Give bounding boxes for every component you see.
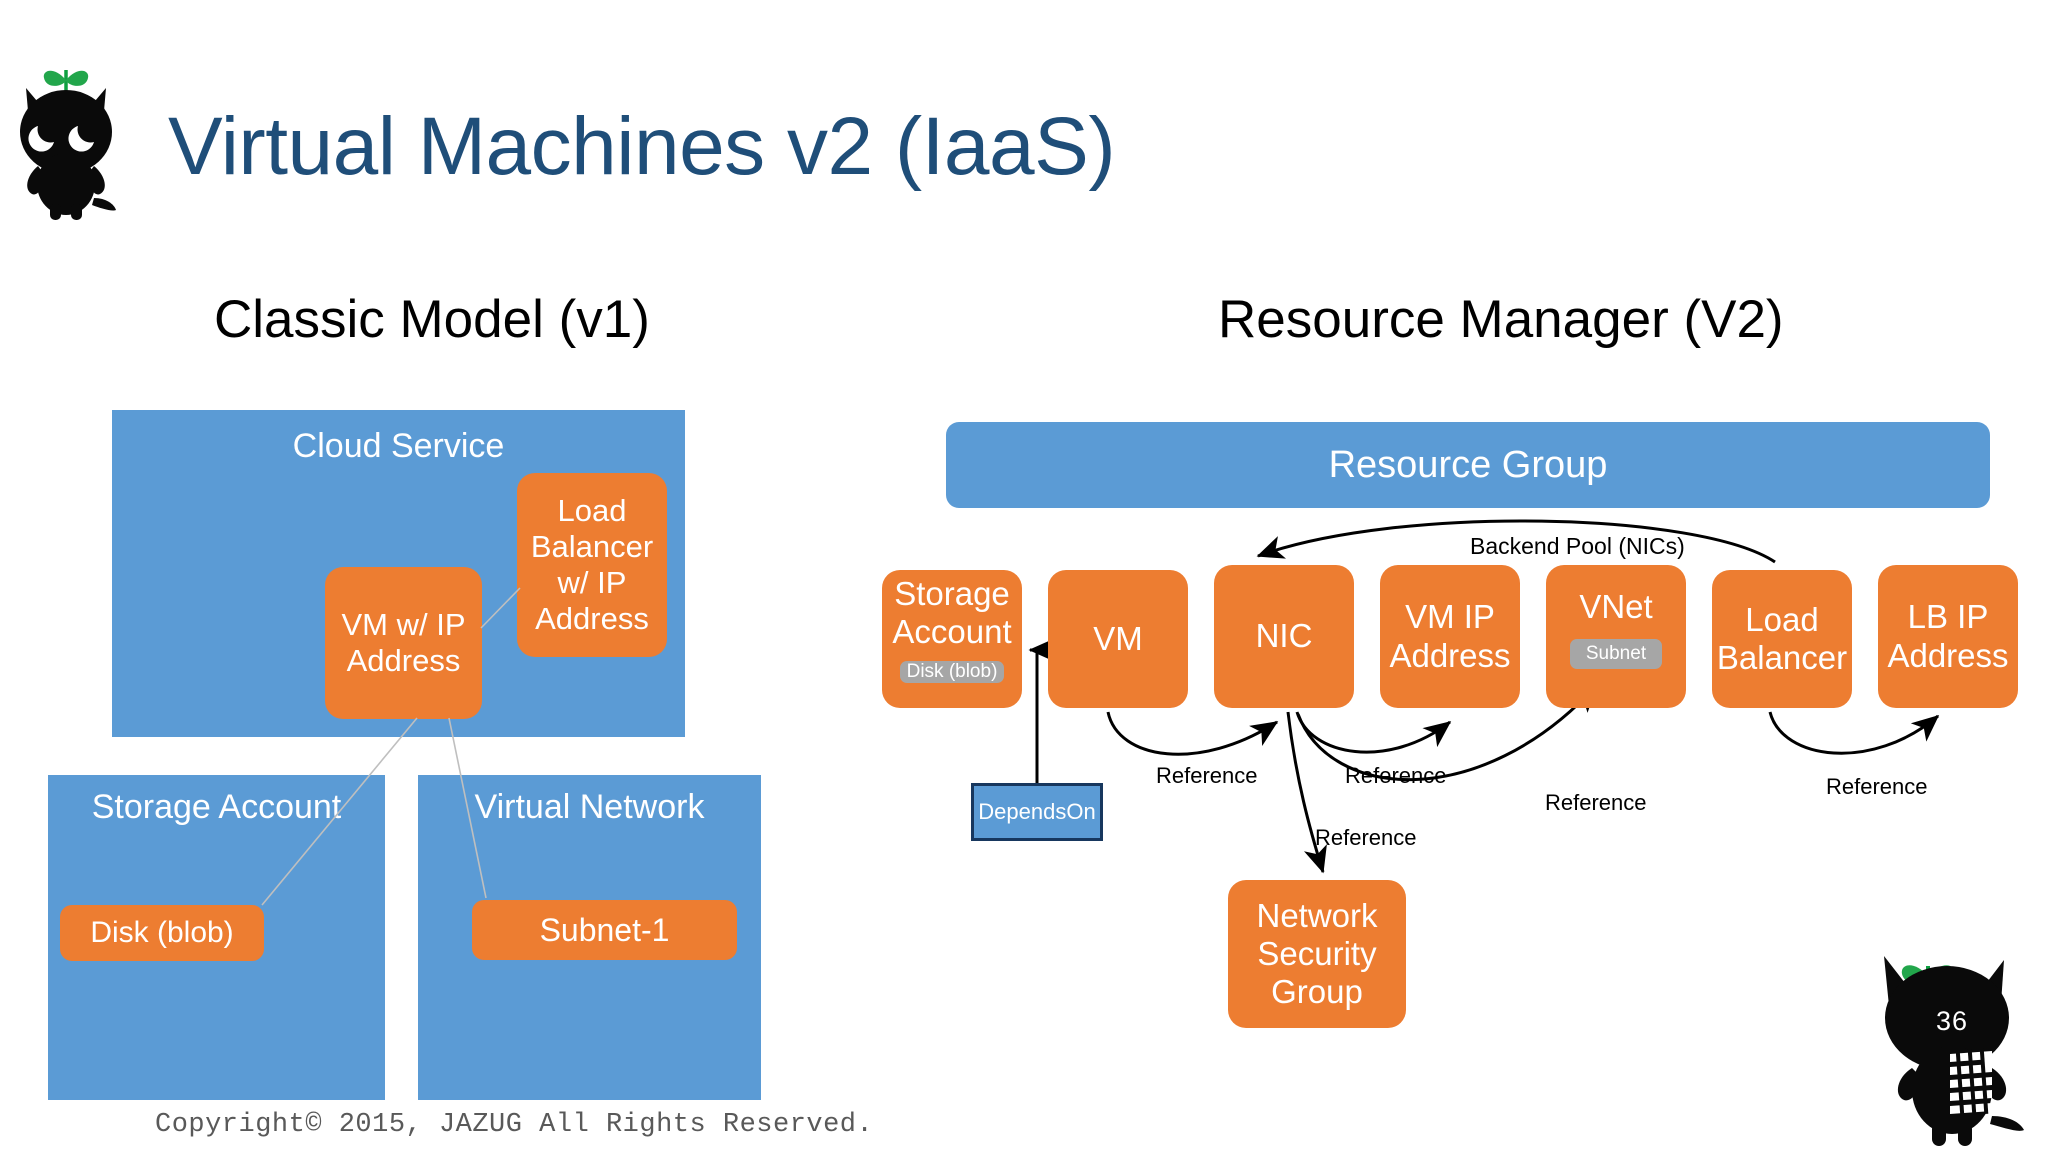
- arm-resource-network-security-group[interactable]: Network Security Group: [1228, 880, 1406, 1028]
- depends-on-box: DependsOn: [971, 783, 1103, 841]
- resource-group-bar: Resource Group: [946, 422, 1990, 508]
- section-heading-classic: Classic Model (v1): [214, 290, 650, 349]
- cloud-service-title: Cloud Service: [292, 427, 505, 465]
- edge-label-reference-vm-nic: Reference: [1156, 763, 1258, 788]
- edge-label-reference-nic-vmip: Reference: [1345, 763, 1447, 788]
- arm-badge-subnet: Subnet: [1570, 638, 1662, 669]
- classic-storage-account-title: Storage Account: [91, 788, 342, 826]
- arm-resource-vm-ip-address[interactable]: VM IP Address: [1380, 565, 1520, 708]
- resource-group-label: Resource Group: [1328, 443, 1608, 486]
- arm-badge-disk-blob: Disk (blob): [900, 661, 1004, 684]
- classic-load-balancer-with-ip-address[interactable]: Load Balancer w/ IP Address: [517, 473, 667, 657]
- arm-resource-vnet-label: VNet: [1579, 588, 1653, 626]
- edge-label-reference-nic-nsg: Reference: [1315, 825, 1417, 850]
- classic-virtual-network-title: Virtual Network: [474, 788, 705, 826]
- arm-resource-load-balancer[interactable]: Load Balancer: [1712, 570, 1852, 708]
- depends-on-label: DependsOn: [978, 799, 1096, 824]
- edge-label-backend-pool: Backend Pool (NICs): [1470, 533, 1685, 559]
- page-title: Virtual Machines v2 (IaaS): [168, 101, 1116, 192]
- arm-resource-vm[interactable]: VM: [1048, 570, 1188, 708]
- classic-subnet-1[interactable]: Subnet-1: [472, 900, 737, 960]
- classic-disk-blob[interactable]: Disk (blob): [60, 905, 264, 961]
- arm-resource-storage-account-label: Storage Account: [892, 574, 1012, 650]
- edge-label-reference-lb-lbip: Reference: [1826, 774, 1928, 799]
- edge-label-reference-nic-vnet: Reference: [1545, 790, 1647, 815]
- arm-resource-lb-ip-address[interactable]: LB IP Address: [1878, 565, 2018, 708]
- classic-vm-with-ip-address[interactable]: VM w/ IP Address: [325, 567, 482, 719]
- jazug-cat-page-badge: 36: [1852, 930, 2048, 1152]
- section-heading-resource-manager: Resource Manager (V2): [1218, 290, 1784, 349]
- jazug-cat-logo-icon: [8, 48, 124, 220]
- arm-resource-vnet[interactable]: VNet Subnet: [1546, 565, 1686, 708]
- copyright-text: Copyright© 2015, JAZUG All Rights Reserv…: [155, 1110, 874, 1140]
- arm-resource-storage-account[interactable]: Storage Account Disk (blob): [882, 570, 1022, 708]
- arm-resource-nic[interactable]: NIC: [1214, 565, 1354, 708]
